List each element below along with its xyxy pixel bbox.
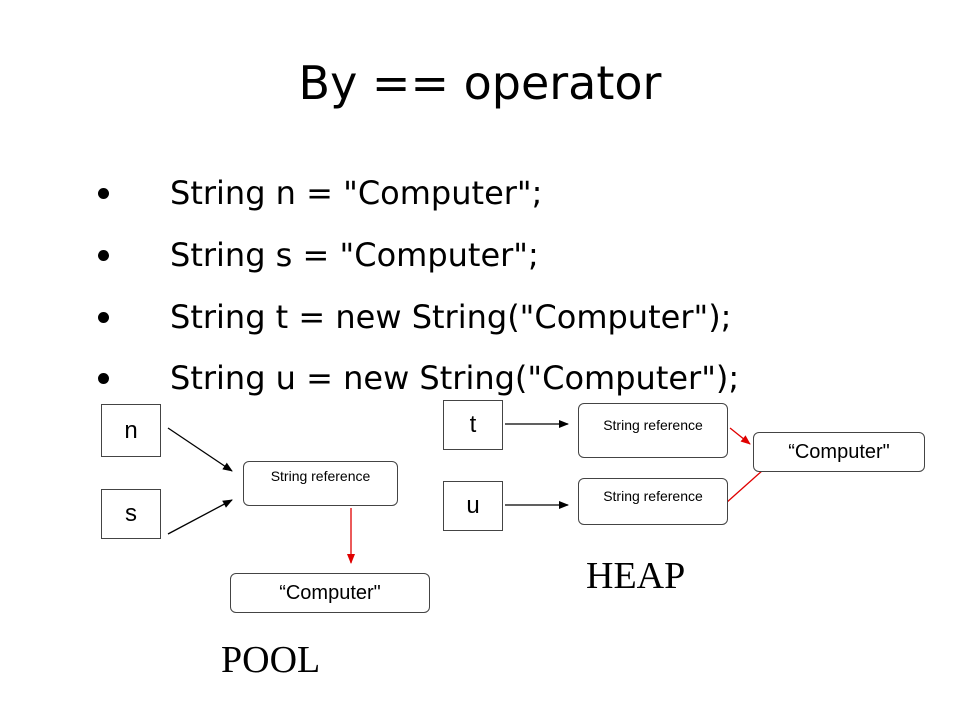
variable-t-box: t [443, 400, 503, 450]
variable-t-label: t [469, 411, 477, 438]
bullet-text: String u = new String("Computer"); [170, 359, 740, 397]
heap-computer-string-box: “Computer" [753, 432, 925, 472]
heap-t-string-reference-box: String reference [578, 403, 728, 458]
heap-label: HEAP [586, 555, 686, 597]
bullet-dot-icon [98, 188, 109, 199]
arrow-t-reference-to-heap-string [729, 427, 751, 445]
variable-n-box: n [101, 404, 161, 457]
heap-u-string-reference-label: String reference [603, 488, 703, 504]
bullet-text: String s = "Computer"; [170, 236, 539, 274]
variable-s-box: s [101, 489, 161, 539]
bullet-item: String n = "Computer"; [0, 170, 900, 220]
variable-s-label: s [125, 500, 137, 527]
bullet-dot-icon [98, 373, 109, 384]
bullet-item: String t = new String("Computer"); [0, 294, 900, 344]
slide-title: By == operator [298, 56, 662, 110]
heap-computer-string-label: “Computer" [788, 440, 890, 463]
heap-u-string-reference-box: String reference [578, 478, 728, 525]
bullet-text: String t = new String("Computer"); [170, 298, 732, 336]
variable-u-box: u [443, 481, 503, 531]
bullet-item: String u = new String("Computer"); [0, 355, 900, 405]
pool-string-reference-label: String reference [270, 468, 371, 484]
pool-computer-string-box: “Computer" [230, 573, 430, 613]
bullet-text: String n = "Computer"; [170, 174, 543, 212]
pool-label: POOL [221, 639, 321, 681]
variable-n-label: n [124, 416, 138, 444]
arrow-n-to-reference [167, 427, 233, 472]
bullet-dot-icon [98, 312, 109, 323]
bullet-item: String s = "Computer"; [0, 232, 900, 282]
heap-t-string-reference-label: String reference [603, 417, 703, 433]
arrow-s-to-reference [167, 499, 233, 535]
bullet-dot-icon [98, 250, 109, 261]
variable-u-label: u [466, 492, 480, 519]
pool-computer-string-label: “Computer" [279, 581, 381, 604]
pool-string-reference-box: String reference [243, 461, 398, 506]
